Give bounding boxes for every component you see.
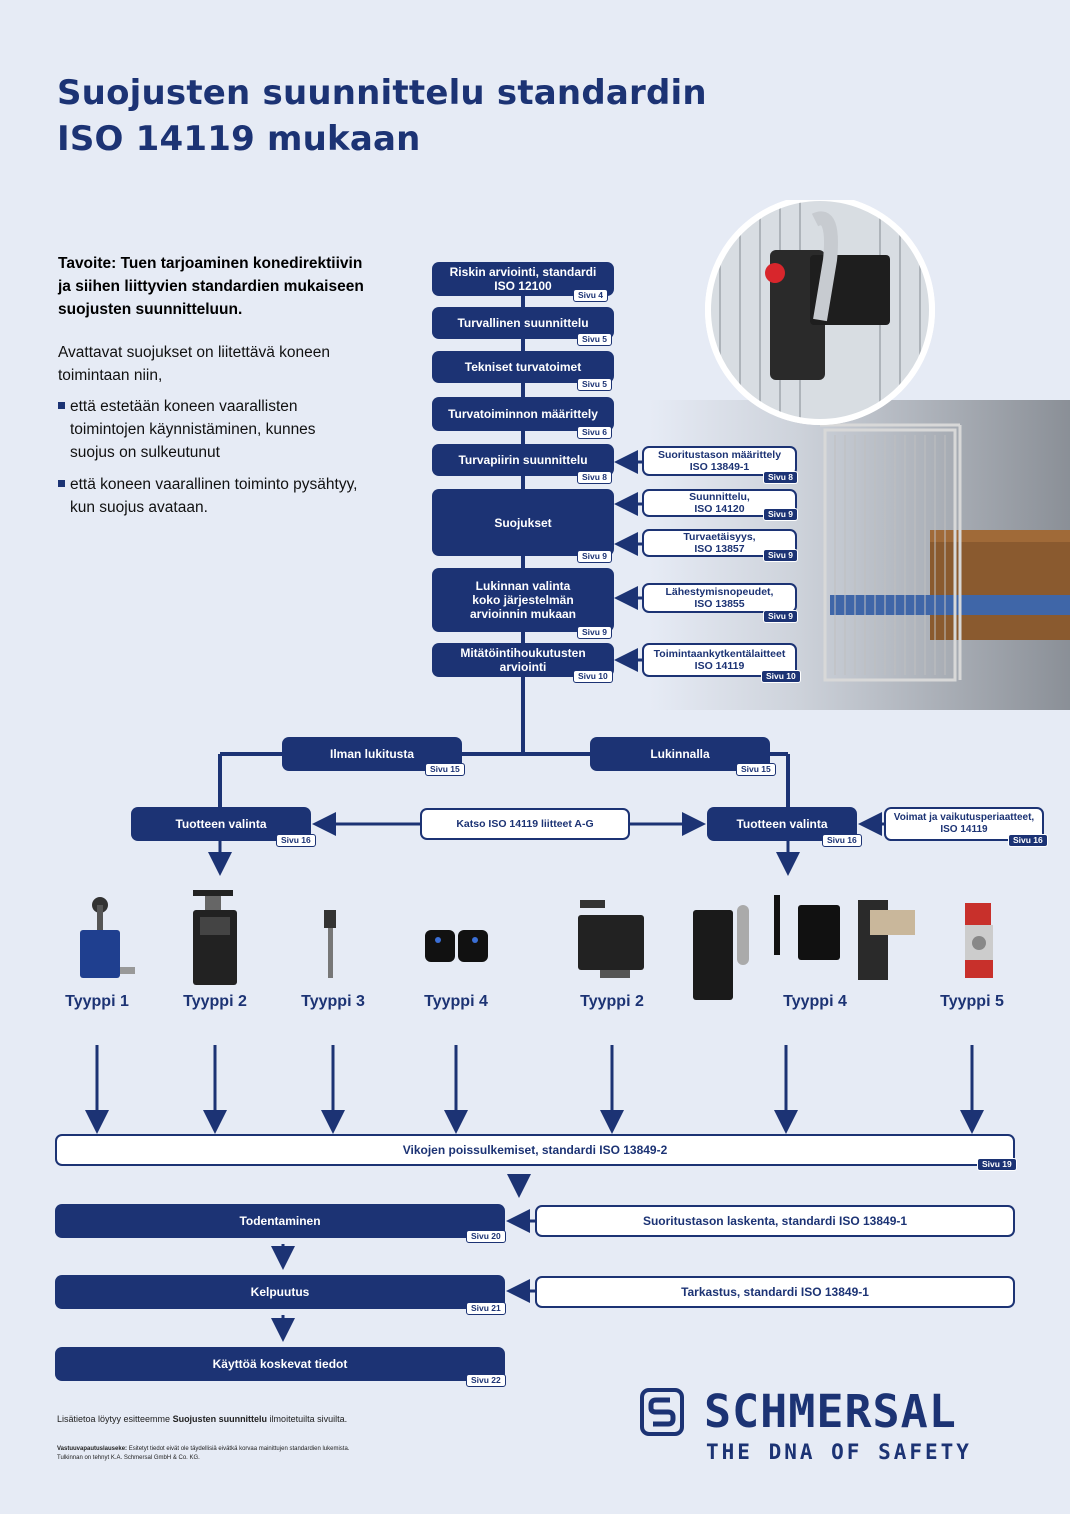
more-info-note: Lisätietoa löytyy esitteemme Suojusten s… bbox=[57, 1414, 348, 1424]
page-ref: Sivu 22 bbox=[466, 1374, 506, 1387]
page-ref: Sivu 16 bbox=[1008, 834, 1048, 847]
product-selection-right: Tuotteen valinta bbox=[707, 807, 857, 841]
page-ref: Sivu 4 bbox=[573, 289, 609, 302]
type2-locking-icon bbox=[578, 900, 644, 978]
type-label: Tyyppi 1 bbox=[65, 993, 129, 1010]
page-ref: Sivu 9 bbox=[763, 508, 799, 521]
page-ref: Sivu 9 bbox=[577, 550, 613, 563]
side-iso-14120: Suunnittelu,ISO 14120 bbox=[642, 489, 797, 517]
schmersal-logo-icon bbox=[640, 1388, 684, 1436]
brand-name: SCHMERSAL bbox=[704, 1385, 957, 1438]
page-ref: Sivu 5 bbox=[577, 333, 613, 346]
side-iso-13855: Lähestymisnopeudet,ISO 13855 bbox=[642, 583, 797, 613]
page-ref: Sivu 8 bbox=[763, 471, 799, 484]
fault-exclusions: Vikojen poissulkemiset, standardi ISO 13… bbox=[55, 1134, 1015, 1166]
node-technical-measures: Tekniset turvatoimet bbox=[432, 351, 614, 383]
intro-text: Tavoite: Tuen tarjoaminen konedirektiivi… bbox=[58, 252, 418, 519]
page-ref: Sivu 19 bbox=[977, 1158, 1017, 1171]
page-ref: Sivu 15 bbox=[736, 763, 776, 776]
type-label: Tyyppi 2 bbox=[183, 993, 247, 1010]
page-ref: Sivu 10 bbox=[761, 670, 801, 683]
node-guards: Suojukset bbox=[432, 489, 614, 556]
type3-sensor-icon bbox=[324, 910, 336, 978]
page-ref: Sivu 15 bbox=[425, 763, 465, 776]
type4-locking-icon bbox=[693, 895, 915, 1000]
type-label: Tyyppi 3 bbox=[301, 993, 365, 1010]
annexes-note: Katso ISO 14119 liitteet A-G bbox=[420, 808, 630, 840]
type1-switch-icon bbox=[80, 897, 135, 978]
product-images bbox=[80, 890, 993, 1000]
type-label: Tyyppi 4 bbox=[424, 993, 488, 1010]
pl-calculation: Suoritustason laskenta, standardi ISO 13… bbox=[535, 1205, 1015, 1237]
verification: Todentaminen bbox=[55, 1204, 505, 1238]
page-title: Suojusten suunnittelu standardin ISO 141… bbox=[57, 73, 707, 159]
validation: Kelpuutus bbox=[55, 1275, 505, 1309]
page-ref: Sivu 16 bbox=[822, 834, 862, 847]
node-safety-function: Turvatoiminnon määrittely bbox=[432, 397, 614, 431]
information-for-use: Käyttöä koskevat tiedot bbox=[55, 1347, 505, 1381]
page-ref: Sivu 9 bbox=[763, 549, 799, 562]
page-ref: Sivu 21 bbox=[466, 1302, 506, 1315]
page-ref: Sivu 10 bbox=[573, 670, 613, 683]
type5-trapped-key-icon bbox=[965, 903, 993, 978]
page-ref: Sivu 9 bbox=[577, 626, 613, 639]
page-ref: Sivu 6 bbox=[577, 426, 613, 439]
inspection: Tarkastus, standardi ISO 13849-1 bbox=[535, 1276, 1015, 1308]
type2-switch-icon bbox=[193, 890, 237, 985]
page-ref: Sivu 20 bbox=[466, 1230, 506, 1243]
page-ref: Sivu 5 bbox=[577, 378, 613, 391]
type4-sensor-icon bbox=[425, 930, 488, 962]
type-label: Tyyppi 4 bbox=[783, 993, 847, 1010]
page-ref: Sivu 9 bbox=[763, 610, 799, 623]
page-ref: Sivu 8 bbox=[577, 471, 613, 484]
type-label: Tyyppi 5 bbox=[940, 993, 1004, 1010]
brand-tagline: THE DNA OF SAFETY bbox=[706, 1440, 972, 1464]
bullet-2: että koneen vaarallinen toiminto pysähty… bbox=[58, 473, 418, 519]
node-safety-circuit: Turvapiirin suunnittelu bbox=[432, 444, 614, 476]
disclaimer: Vastuuvapautuslauseke: Esitetyt tiedot e… bbox=[57, 1446, 350, 1461]
type-label: Tyyppi 2 bbox=[580, 993, 644, 1010]
page-ref: Sivu 16 bbox=[276, 834, 316, 847]
